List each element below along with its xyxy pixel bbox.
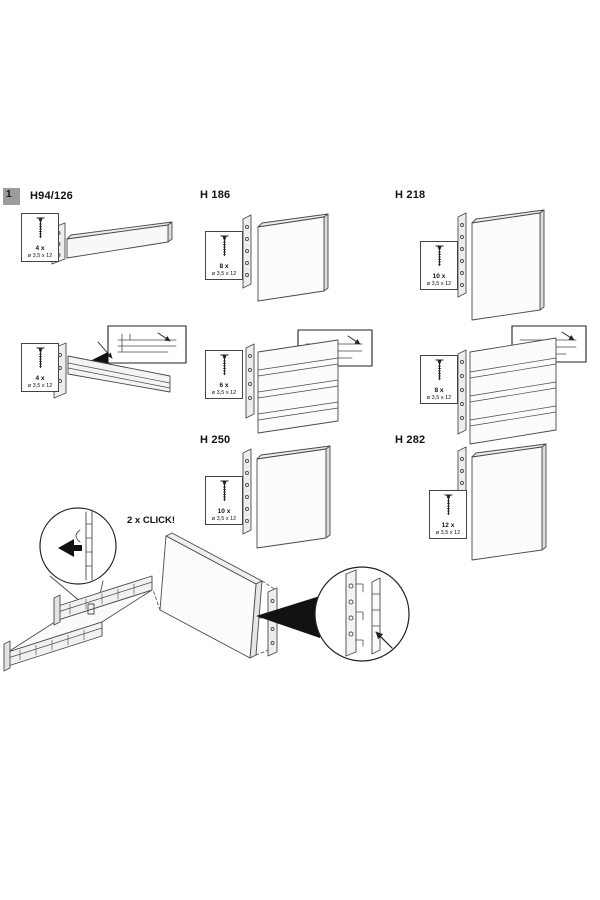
screw-icon <box>435 359 443 381</box>
screw-count: 8 x <box>219 263 229 270</box>
screw-size: ø 3,5 x 12 <box>211 271 237 277</box>
screw-size: ø 3,5 x 12 <box>426 395 452 401</box>
screw-count: 4 x <box>35 375 45 382</box>
drawing-h94-side-rail <box>53 325 187 399</box>
size-header-h218: H 218 <box>395 189 426 201</box>
drawing-h218-gallery-panel <box>457 325 587 445</box>
screw-size: ø 3,5 x 12 <box>435 530 461 536</box>
size-header-h94-126: H94/126 <box>30 190 73 202</box>
screw-callout-h218-front: 10 x ø 3,5 x 12 <box>420 241 458 290</box>
size-header-h250: H 250 <box>200 434 231 446</box>
screw-count: 10 x <box>432 273 446 280</box>
screw-size: ø 3,5 x 12 <box>27 383 53 389</box>
screw-size: ø 3,5 x 12 <box>27 253 53 259</box>
screw-callout-h186-gallery: 6 x ø 3,5 x 12 <box>205 350 243 399</box>
click-annotation: 2 x CLICK! <box>127 515 176 526</box>
screw-callout-h94-front: 4 x ø 3,5 x 12 <box>21 213 59 262</box>
detail-circle-rail <box>256 566 410 662</box>
screw-size: ø 3,5 x 12 <box>426 281 452 287</box>
screw-callout-h218-gallery: 8 x ø 3,5 x 12 <box>420 355 458 404</box>
size-header-h186: H 186 <box>200 189 231 201</box>
drawing-h94-front-panel <box>51 221 173 265</box>
hook-direction-arrow <box>375 631 393 649</box>
screw-count: 10 x <box>217 508 231 515</box>
release-arrow <box>58 539 82 557</box>
screw-icon <box>36 217 44 239</box>
drawing-h250-front-panel <box>242 445 331 549</box>
drawing-h186-gallery-panel <box>245 329 373 434</box>
screw-icon <box>435 245 443 267</box>
screw-icon <box>36 347 44 369</box>
screw-count: 6 x <box>219 382 229 389</box>
drawing-h282-front-panel <box>457 443 547 561</box>
step-number-badge: 1 <box>3 188 20 205</box>
screw-callout-h186-front: 8 x ø 3,5 x 12 <box>205 231 243 280</box>
screw-icon <box>220 480 228 502</box>
screw-callout-h94-rail: 4 x ø 3,5 x 12 <box>21 343 59 392</box>
size-header-h282: H 282 <box>395 434 426 446</box>
drawing-h218-front-panel <box>457 209 545 321</box>
screw-icon <box>444 494 452 516</box>
screw-count: 8 x <box>434 387 444 394</box>
screw-size: ø 3,5 x 12 <box>211 390 237 396</box>
magnifier-pointer-wedge <box>256 596 320 638</box>
screw-count: 4 x <box>35 245 45 252</box>
drawing-back-panel <box>152 532 278 659</box>
screw-callout-h282-front: 12 x ø 3,5 x 12 <box>429 490 467 539</box>
screw-size: ø 3,5 x 12 <box>211 516 237 522</box>
drawing-h186-front-panel <box>242 213 329 302</box>
screw-icon <box>220 235 228 257</box>
screw-callout-h250-front: 10 x ø 3,5 x 12 <box>205 476 243 525</box>
screw-count: 12 x <box>441 522 455 529</box>
drawing-drawer-frame <box>3 575 153 672</box>
screw-icon <box>220 354 228 376</box>
